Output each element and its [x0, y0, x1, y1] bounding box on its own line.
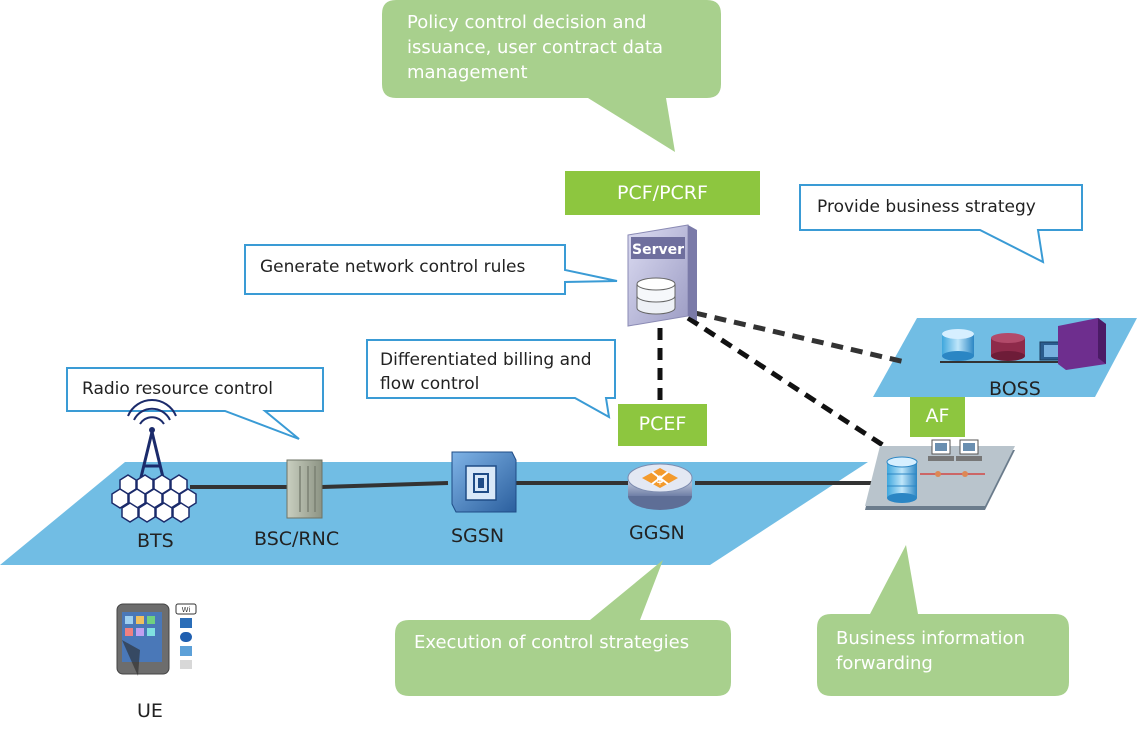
wireless-badges-icon: Wi: [175, 603, 197, 669]
af-database-icon: [886, 456, 918, 503]
callout-execution-text: Execution of control strategies: [414, 632, 690, 653]
bts-tower-icon: [127, 399, 177, 499]
callout-network-rules: [244, 244, 618, 295]
pcf-pcrf-tag: PCF/PCRF: [565, 171, 760, 215]
svg-text:$: $: [656, 473, 664, 486]
callout-radio: [66, 367, 324, 440]
bts-label: BTS: [137, 530, 174, 552]
af-tag: AF: [910, 397, 965, 437]
ue-phone-icon: [116, 603, 170, 676]
link-pcf-boss: [694, 310, 906, 365]
boss-label: BOSS: [989, 378, 1041, 400]
server-label: Server: [632, 242, 684, 258]
link-bsc-sgsn: [321, 481, 449, 489]
ue-label: UE: [137, 700, 163, 722]
callout-business-strategy-text: Provide business strategy: [817, 197, 1036, 217]
callout-pcf-role-text: Policy control decision and issuance, us…: [407, 12, 664, 83]
callout-billing: [366, 339, 616, 419]
sgsn-switch-icon: [451, 451, 517, 513]
server-icon: Server: [627, 224, 697, 327]
callout-radio-text: Radio resource control: [82, 379, 274, 399]
callout-network-rules-text: Generate network control rules: [260, 257, 526, 277]
callout-billing-text: Differentiated billing and flow control: [380, 350, 592, 394]
svg-text:Wi: Wi: [182, 606, 191, 614]
callout-execution: [395, 560, 731, 696]
boss-equipment-icon: [940, 318, 1106, 370]
bsc-rnc-label: BSC/RNC: [254, 528, 340, 550]
bsc-cabinet-icon: [286, 459, 323, 519]
pcef-tag: PCEF: [618, 404, 707, 446]
bts-cell-grid-icon: [111, 474, 197, 523]
ggsn-router-icon: $: [627, 463, 693, 510]
callout-business-strategy: [799, 184, 1083, 264]
sgsn-label: SGSN: [451, 525, 505, 547]
callout-forwarding-text: Business information forwarding: [836, 628, 1025, 674]
callout-forwarding: [817, 545, 1069, 696]
ggsn-label: GGSN: [629, 522, 685, 544]
callout-pcf-role: [382, 0, 721, 152]
link-pcf-af: [686, 315, 900, 458]
